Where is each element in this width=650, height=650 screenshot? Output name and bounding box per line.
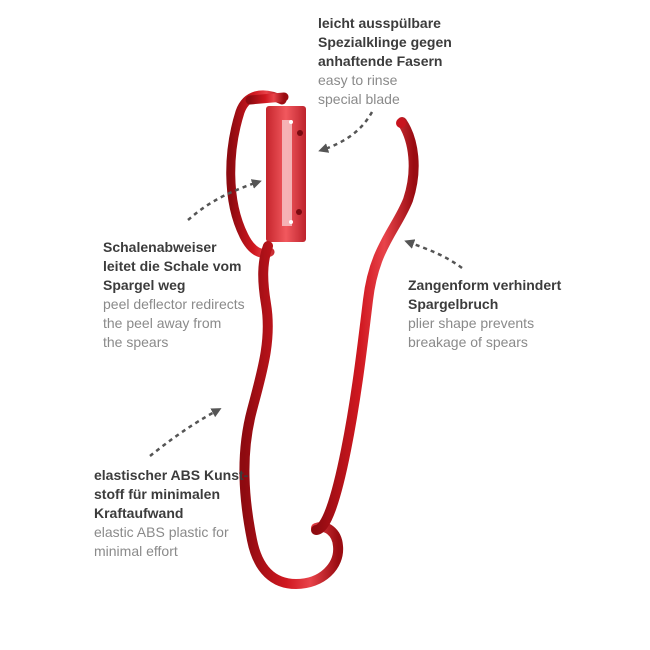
deflector-heading-line-3: Spargel weg [103, 277, 186, 293]
plier-callout: Zangenform verhindert Spargelbruch plier… [408, 276, 608, 352]
blade-heading-line-3: anhaftende Fasern [318, 53, 443, 69]
peeler-left-arm [239, 241, 344, 590]
peeler-head-top [245, 92, 289, 105]
deflector-heading-line-1: Schalenabweiser [103, 239, 217, 255]
blade-rivet-mid [289, 120, 293, 124]
plier-heading-line-2: Spargelbruch [408, 296, 499, 312]
abs-heading-line-1: elastischer ABS Kunst- [94, 467, 249, 483]
blade-rivet-bottom [296, 209, 302, 215]
plier-sub-line-1: plier shape prevents [408, 315, 535, 331]
deflector-callout: Schalenabweiser leitet die Schale vom Sp… [103, 238, 303, 352]
blade-heading-line-1: leicht ausspülbare [318, 15, 441, 31]
blade-heading-line-2: Spezialklinge gegen [318, 34, 452, 50]
deflector-heading-line-2: leitet die Schale vom [103, 258, 242, 274]
blade-callout: leicht ausspülbare Spezialklinge gegen a… [318, 14, 538, 109]
arrow-to-plier [404, 239, 463, 270]
plier-heading-line-1: Zangenform verhindert [408, 277, 562, 293]
blade-edge [282, 120, 292, 226]
abs-callout: elastischer ABS Kunst- stoff für minimal… [94, 466, 314, 561]
deflector-sub-line-3: the spears [103, 334, 169, 350]
deflector-sub-line-1: peel deflector redirects [103, 296, 245, 312]
arrow-to-deflector [187, 179, 262, 221]
abs-sub-line-1: elastic ABS plastic for [94, 524, 229, 540]
arrow-to-blade [318, 111, 374, 153]
blade-sub-line-1: easy to rinse [318, 72, 398, 88]
abs-sub-line-2: minimal effort [94, 543, 178, 559]
peeler-right-arm [311, 117, 419, 535]
plier-sub-line-2: breakage of spears [408, 334, 528, 350]
blade-rivet-top [297, 130, 303, 136]
abs-heading-line-2: stoff für minimalen [94, 486, 221, 502]
right-arm-tip [396, 118, 406, 128]
deflector-sub-line-2: the peel away from [103, 315, 222, 331]
arrow-to-handle [149, 408, 222, 457]
blade-rivet-mid2 [289, 220, 293, 224]
abs-heading-line-3: Kraftaufwand [94, 505, 184, 521]
blade-sub-line-2: special blade [318, 91, 400, 107]
